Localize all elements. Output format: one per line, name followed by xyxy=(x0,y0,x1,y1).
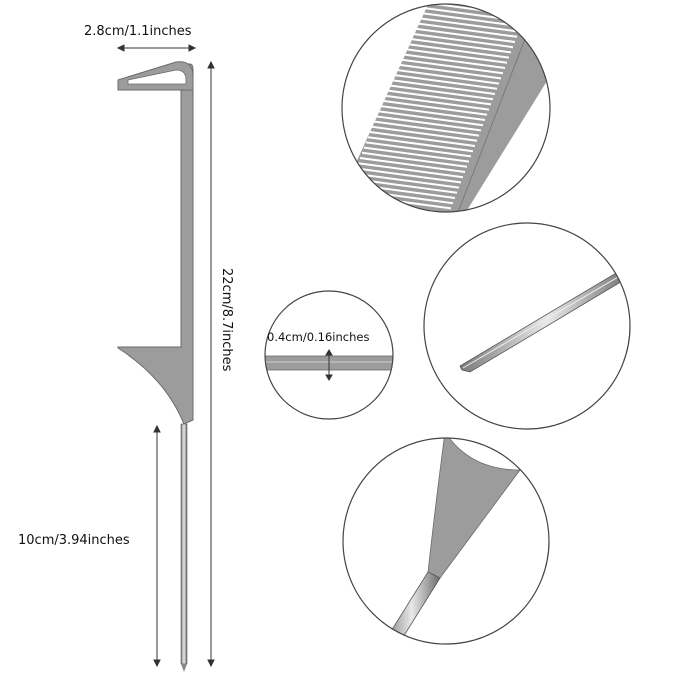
closeup-tooth-gap xyxy=(391,73,498,90)
closeup-tooth-gap xyxy=(377,110,484,127)
closeup-tooth-gap xyxy=(387,84,494,101)
tail-dimension xyxy=(153,424,161,668)
closeup-tooth-gap xyxy=(415,11,522,28)
tail-joint-closeup xyxy=(342,437,550,645)
thickness-label: 0.4cm/0.16inches xyxy=(267,330,370,344)
closeup-tooth-gap xyxy=(393,68,500,85)
closeup-tooth-gap xyxy=(363,146,470,163)
closeup-tooth-gap xyxy=(383,94,490,111)
width-label: 2.8cm/1.1inches xyxy=(84,24,192,39)
closeup-tooth-gap xyxy=(336,220,441,234)
closeup-tooth-gap xyxy=(367,136,474,153)
closeup-tooth-gap xyxy=(342,209,446,212)
length-label: 22cm/8.7inches xyxy=(219,268,234,372)
closeup-tooth-gap xyxy=(407,32,514,49)
thickness-arrow xyxy=(325,349,333,381)
thickness-closeup xyxy=(264,290,394,420)
closeup-tooth-gap xyxy=(413,16,520,33)
closeup-tooth-gap xyxy=(361,151,468,168)
closeup-tooth-gap xyxy=(397,58,504,75)
closeup-tooth-gap xyxy=(411,21,518,38)
closeup-tooth-gap xyxy=(405,37,512,54)
comb-teeth xyxy=(118,91,180,342)
closeup-tooth-gap xyxy=(373,120,480,137)
closeup-tooth-gap xyxy=(399,53,506,69)
closeup-tooth-gap xyxy=(359,157,466,173)
closeup-tooth-gap xyxy=(369,131,476,147)
length-dimension xyxy=(207,60,215,668)
metal-pin xyxy=(180,423,188,665)
closeup-tooth-gap xyxy=(403,42,510,59)
closeup-tooth-gap xyxy=(381,99,488,116)
closeup-tooth-gap xyxy=(355,167,462,184)
tip-closeup xyxy=(423,222,631,430)
closeup-tooth-gap xyxy=(395,63,502,80)
closeup-tooth-gap xyxy=(371,125,478,142)
teeth-closeup xyxy=(336,3,551,234)
closeup-tooth-gap xyxy=(385,89,492,106)
comb-main xyxy=(117,61,194,672)
tail-length-label: 10cm/3.94inches xyxy=(18,533,130,548)
closeup-tooth-gap xyxy=(365,141,472,158)
closeup-tooth-gap xyxy=(379,105,486,121)
closeup-tooth-gap xyxy=(353,172,460,189)
closeup-tooth-gap xyxy=(357,162,464,179)
closeup-tooth-gap xyxy=(389,79,496,95)
closeup-tooth-gap xyxy=(338,215,443,229)
closeup-tooth-gap xyxy=(375,115,482,132)
closeup-tooth-gap xyxy=(401,47,508,64)
closeup-tooth-gap xyxy=(409,27,516,43)
width-dimension xyxy=(116,44,197,52)
